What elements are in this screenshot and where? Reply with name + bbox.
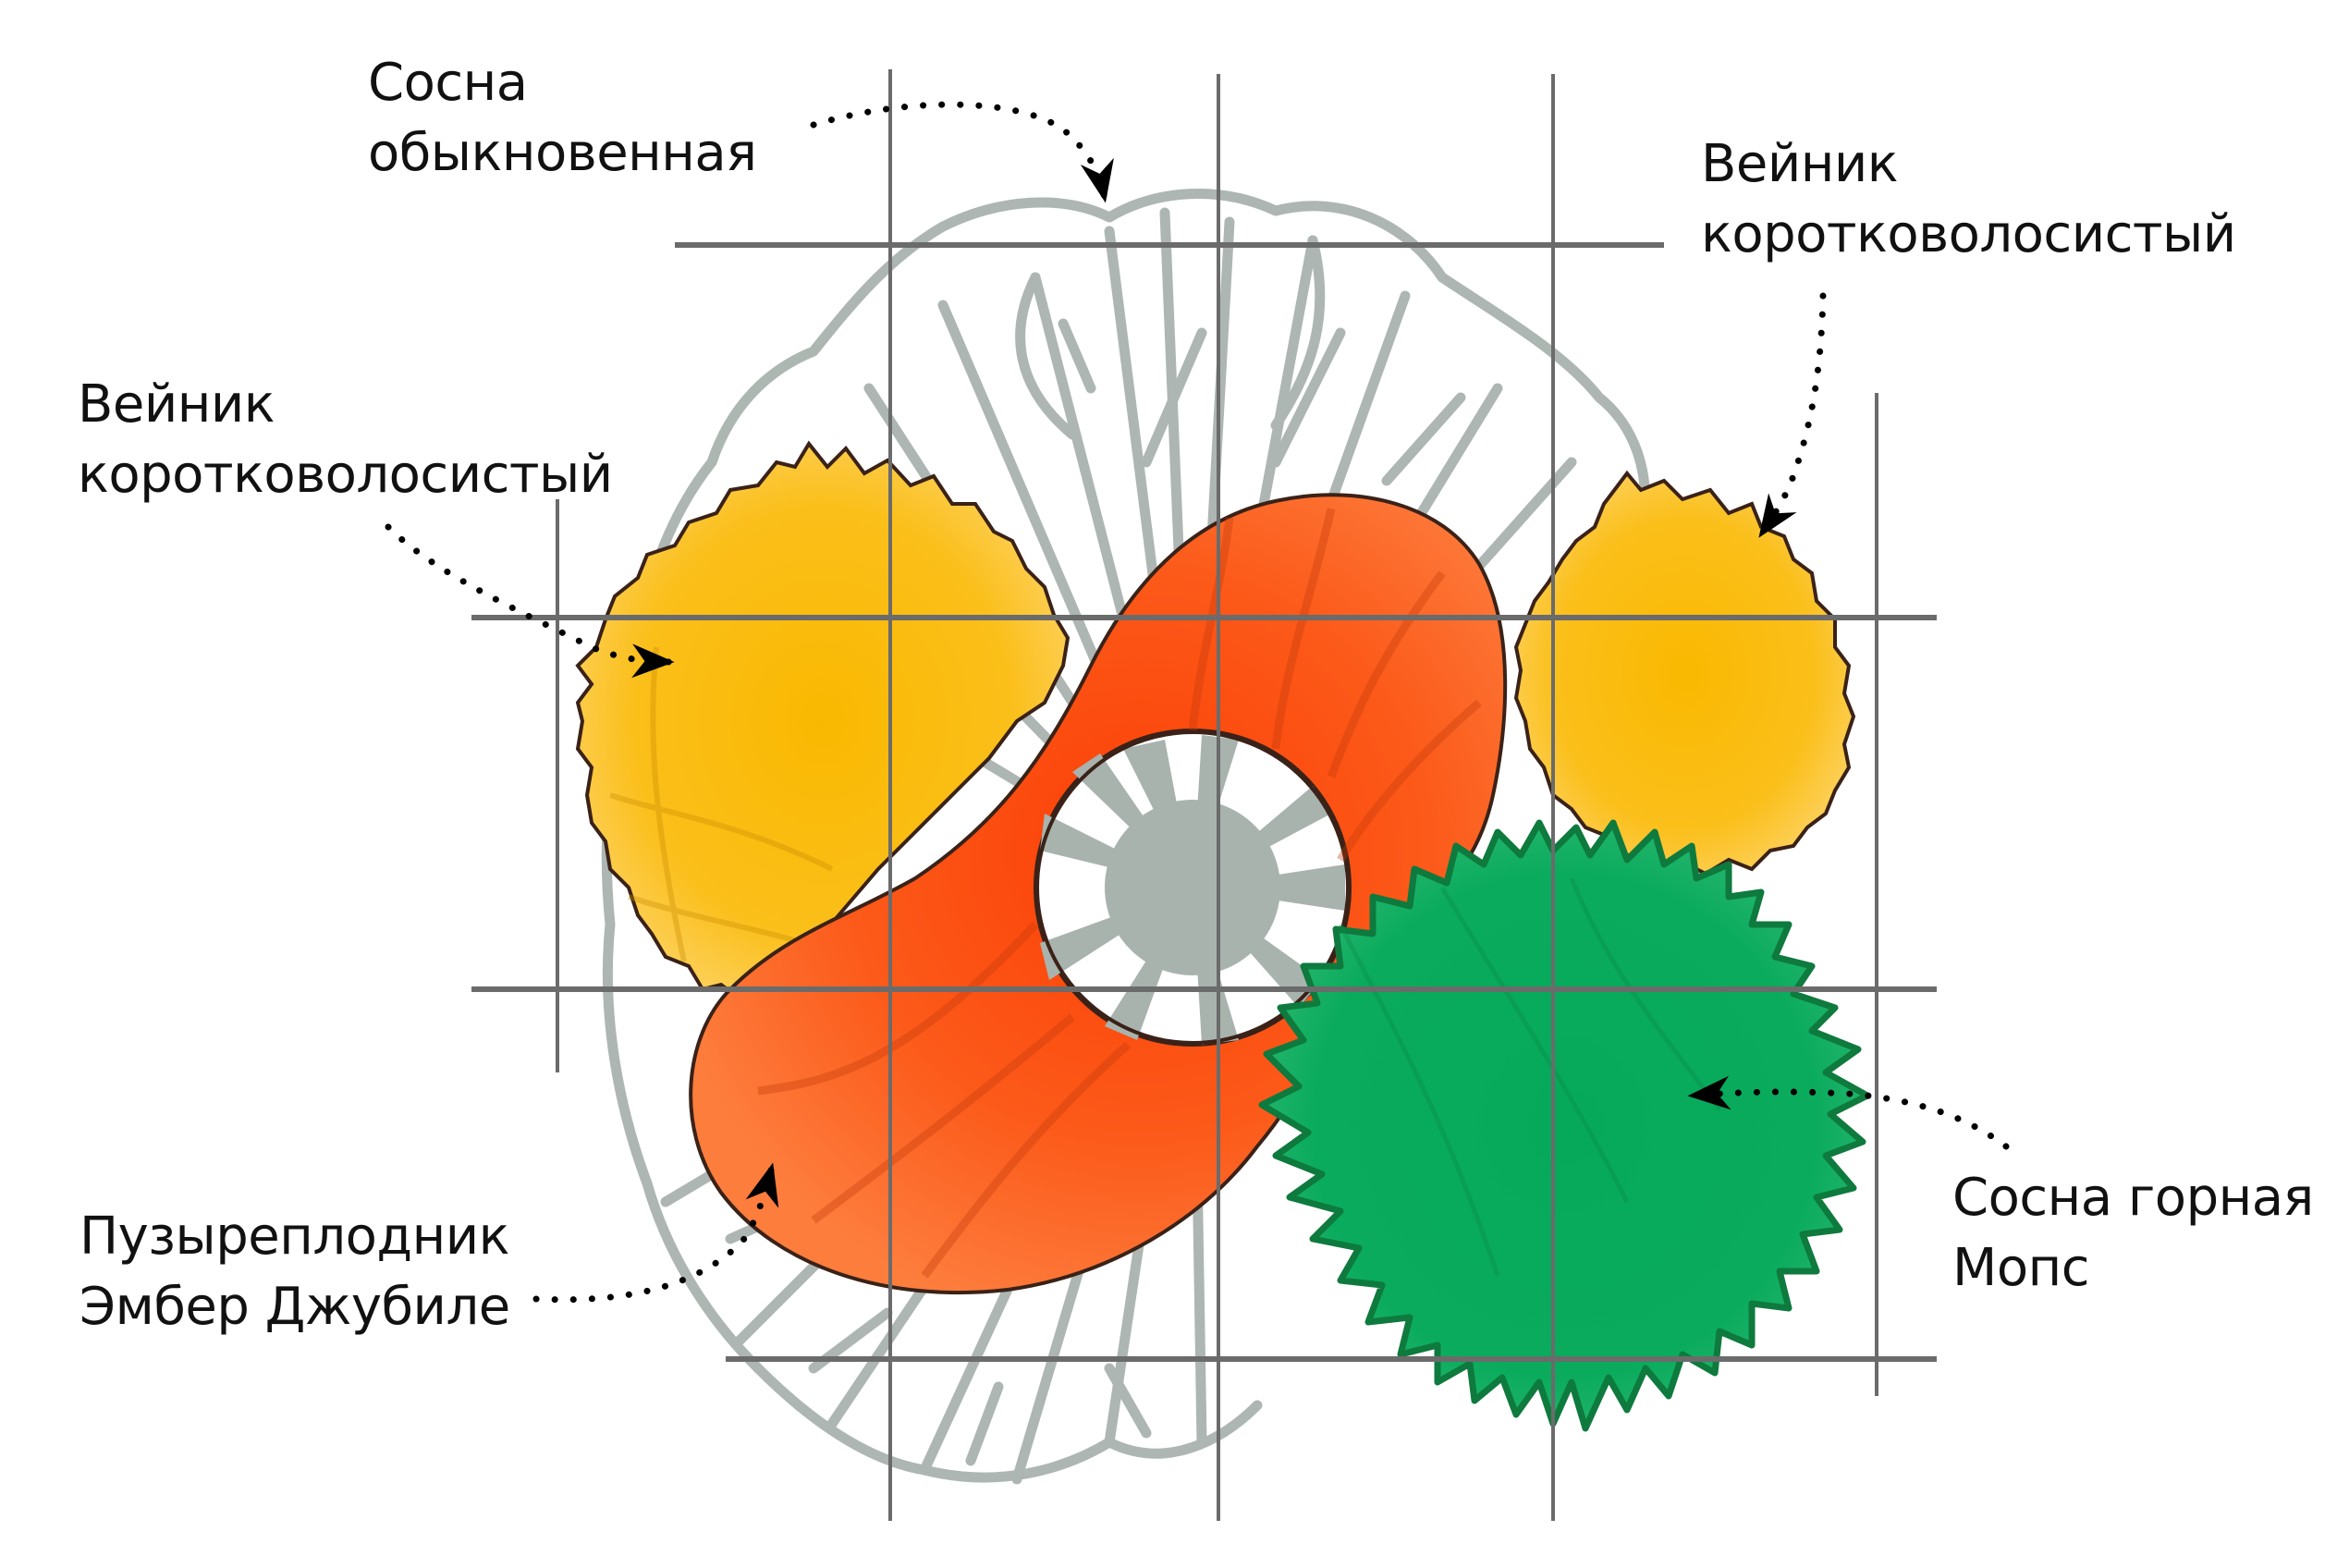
label-pine-common: Сосна обыкновенная	[368, 48, 757, 189]
label-reed-grass-left-line2: коротковолосистый	[78, 445, 613, 505]
label-reed-grass-left: Вейник коротковолосистый	[78, 370, 613, 510]
label-pine-common-line1: Сосна	[368, 53, 528, 113]
label-ninebark-line1: Пузыреплодник	[80, 1207, 509, 1267]
label-mountain-pine-line1: Сосна горная	[1952, 1168, 2314, 1228]
grid	[471, 69, 1937, 1521]
reed-grass-right-shape	[1513, 470, 1856, 876]
leader-reed-right	[1757, 292, 1827, 538]
label-mountain-pine: Сосна горная Мопс	[1952, 1163, 2314, 1304]
leader-lines	[385, 101, 2010, 1304]
label-reed-grass-right-line1: Вейник	[1701, 134, 1899, 194]
label-mountain-pine-line2: Мопс	[1952, 1238, 2089, 1298]
label-reed-grass-right-line2: коротковолосистый	[1701, 204, 2236, 264]
label-reed-grass-right: Вейник коротковолосистый	[1701, 129, 2236, 270]
label-ninebark: Пузыреплодник Эмбер Джубиле	[80, 1202, 510, 1342]
label-pine-common-line2: обыкновенная	[368, 123, 757, 183]
ninebark-shape	[689, 493, 1508, 1295]
pine-trunk	[1035, 730, 1350, 1045]
label-reed-grass-left-line1: Вейник	[78, 374, 275, 435]
leader-mountain-pine	[1687, 1075, 2010, 1150]
label-ninebark-line2: Эмбер Джубиле	[80, 1277, 510, 1337]
leader-pine-common	[810, 101, 1114, 203]
